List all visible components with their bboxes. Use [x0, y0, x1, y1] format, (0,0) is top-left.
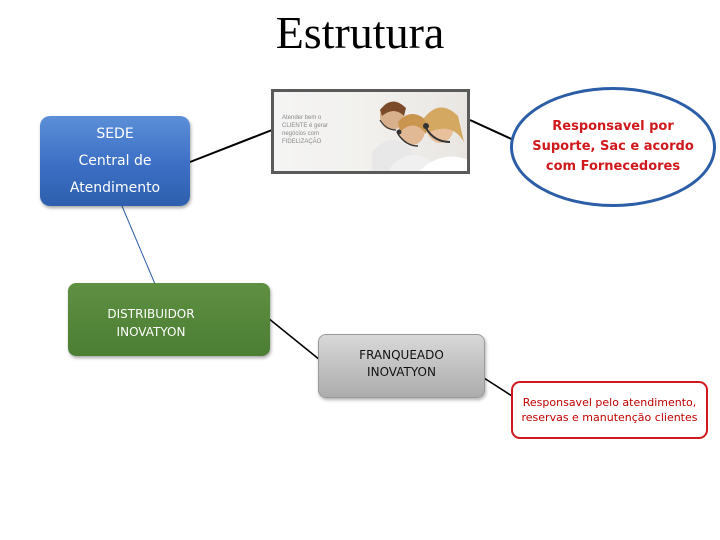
connector-sede-distribuidor [122, 206, 155, 284]
franqueado-label-1: FRANQUEADO [359, 347, 444, 364]
franqueado-label-2: INOVATYON [367, 364, 436, 381]
sede-label-3: Atendimento [70, 175, 160, 202]
atendimento-node: Responsavel pelo atendimento, reservas e… [511, 381, 708, 439]
photo-caption-line-3: negócios com [282, 130, 362, 138]
photo-caption: Atender bem o CLIENTE é gerar negócios c… [282, 114, 362, 146]
connector-distribuidor-franqueado [268, 318, 320, 360]
photo-caption-line-1: Atender bem o [282, 114, 362, 122]
atendimento-text: Responsavel pelo atendimento, reservas e… [521, 395, 698, 425]
photo-caption-line-2: CLIENTE é gerar [282, 122, 362, 130]
photo-caption-line-4: FIDELIZAÇÃO [282, 138, 362, 146]
suporte-text: Responsavel por Suporte, Sac e acordo co… [531, 117, 695, 177]
distribuidor-node: DISTRIBUIDOR INOVATYON [68, 283, 270, 356]
connector-franqueado-atendimento [484, 378, 512, 396]
sede-node: SEDE Central de Atendimento [40, 116, 190, 206]
call-center-photo: Atender bem o CLIENTE é gerar negócios c… [271, 89, 470, 174]
distribuidor-label-2: INOVATYON [76, 323, 226, 341]
franqueado-node: FRANQUEADO INOVATYON [318, 334, 485, 398]
sede-label-1: SEDE [96, 121, 133, 148]
suporte-node: Responsavel por Suporte, Sac e acordo co… [510, 87, 716, 207]
connector-sede-photo [190, 130, 272, 162]
sede-label-2: Central de [79, 148, 152, 175]
distribuidor-label-1: DISTRIBUIDOR [76, 305, 226, 323]
